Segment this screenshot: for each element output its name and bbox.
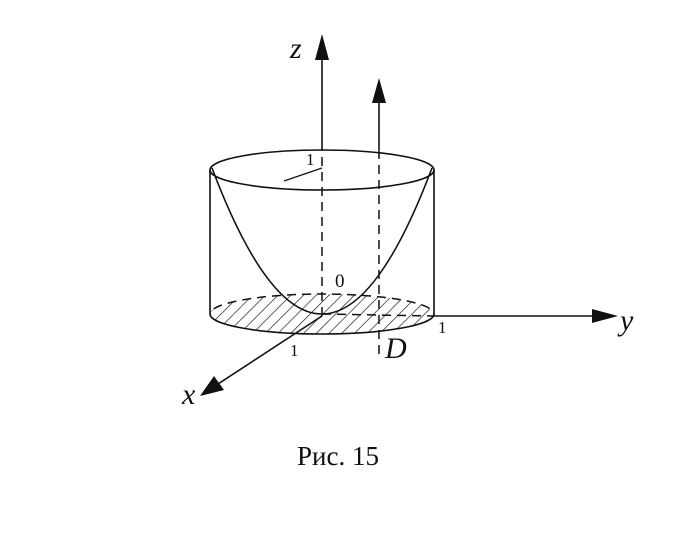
- figure-caption: Рис. 15: [297, 441, 379, 471]
- y-axis-label: y: [617, 304, 634, 337]
- tick-label-z: 1: [306, 150, 315, 169]
- y-axis-hidden: [321, 313, 435, 317]
- x-axis: [217, 315, 323, 385]
- vertical-line-arrowhead: [372, 78, 386, 103]
- top-ellipse: [209, 149, 435, 191]
- top-radius-line: [283, 167, 323, 182]
- y-axis-arrowhead: [592, 309, 618, 323]
- z-axis-label: z: [289, 32, 302, 65]
- region-d-label: D: [384, 332, 407, 365]
- base-ellipse-front: [209, 314, 435, 335]
- origin-label: 0: [335, 271, 345, 292]
- tick-label-y: 1: [438, 318, 447, 337]
- tick-label-x: 1: [290, 341, 299, 360]
- x-axis-label: x: [181, 378, 196, 411]
- z-axis-arrowhead: [315, 34, 329, 60]
- x-axis-arrowhead: [200, 376, 224, 396]
